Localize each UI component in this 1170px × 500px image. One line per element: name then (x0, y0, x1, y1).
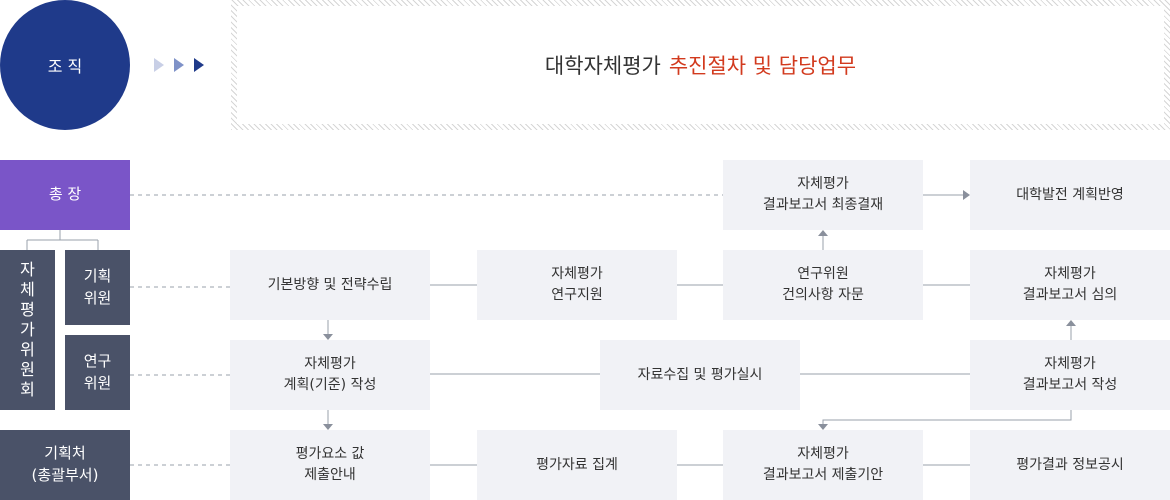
role-president-label: 총 장 (48, 185, 82, 204)
role-president: 총 장 (0, 160, 130, 230)
role-committee: 자 체 평 가 위 원 회 (0, 250, 55, 410)
step-development-plan: 대학발전 계획반영 (970, 160, 1170, 230)
step-development-plan-label: 대학발전 계획반영 (1016, 186, 1124, 203)
org-label: 조 직 (47, 57, 83, 76)
step-report-writing-label: 자체평가 결과보고서 작성 (1022, 356, 1118, 393)
step-element-values-label: 평가요소 값 제출안내 (295, 446, 365, 483)
role-planning-office-label: 기획처 (총괄부서) (31, 444, 99, 484)
step-disclosure: 평가결과 정보공시 (970, 430, 1170, 500)
step-final-approval-label: 자체평가 결과보고서 최종결재 (762, 176, 884, 213)
step-disclosure-label: 평가결과 정보공시 (1016, 456, 1124, 473)
step-basic-direction: 기본방향 및 전략수립 (230, 250, 430, 320)
role-planning-office: 기획처 (총괄부서) (0, 430, 130, 500)
step-plan-criteria-label: 자체평가 계획(기준) 작성 (283, 356, 377, 393)
role-research-member: 연구 위원 (65, 335, 130, 410)
step-report-deadline-label: 자체평가 결과보고서 제출기안 (762, 446, 884, 483)
step-advisory: 연구위원 건의사항 자문 (723, 250, 923, 320)
step-data-aggregation-label: 평가자료 집계 (536, 456, 618, 473)
org-circle: 조 직 (0, 0, 130, 130)
step-report-writing: 자체평가 결과보고서 작성 (970, 340, 1170, 410)
step-advisory-label: 연구위원 건의사항 자문 (782, 266, 864, 303)
step-final-approval: 자체평가 결과보고서 최종결재 (723, 160, 923, 230)
role-planning-member: 기획 위원 (65, 250, 130, 325)
step-plan-criteria: 자체평가 계획(기준) 작성 (230, 340, 430, 410)
title-box: 대학자체평가 추진절차 및 담당업무 (231, 0, 1170, 130)
arrow-head-up (1066, 320, 1076, 326)
step-report-deadline: 자체평가 결과보고서 제출기안 (723, 430, 923, 500)
arrow-head-right (963, 190, 970, 200)
triple-arrow-icon (154, 58, 204, 72)
step-research-support: 자체평가 연구지원 (477, 250, 677, 320)
arrow-head-up (818, 230, 828, 236)
role-planning-member-label: 기획 위원 (83, 266, 112, 307)
title-inner: 대학자체평가 추진절차 및 담당업무 (237, 6, 1164, 124)
title-prefix: 대학자체평가 (544, 54, 661, 78)
role-committee-label: 자 체 평 가 위 원 회 (20, 260, 35, 399)
step-data-collection: 자료수집 및 평가실시 (600, 340, 800, 410)
step-data-collection-label: 자료수집 및 평가실시 (637, 366, 763, 383)
step-element-values: 평가요소 값 제출안내 (230, 430, 430, 500)
step-report-review: 자체평가 결과보고서 심의 (970, 250, 1170, 320)
step-research-support-label: 자체평가 연구지원 (551, 266, 603, 303)
step-data-aggregation: 평가자료 집계 (477, 430, 677, 500)
step-basic-direction-label: 기본방향 및 전략수립 (267, 276, 393, 293)
role-research-member-label: 연구 위원 (83, 351, 112, 392)
title-accent: 추진절차 및 담당업무 (668, 54, 857, 78)
step-report-review-label: 자체평가 결과보고서 심의 (1022, 266, 1118, 303)
